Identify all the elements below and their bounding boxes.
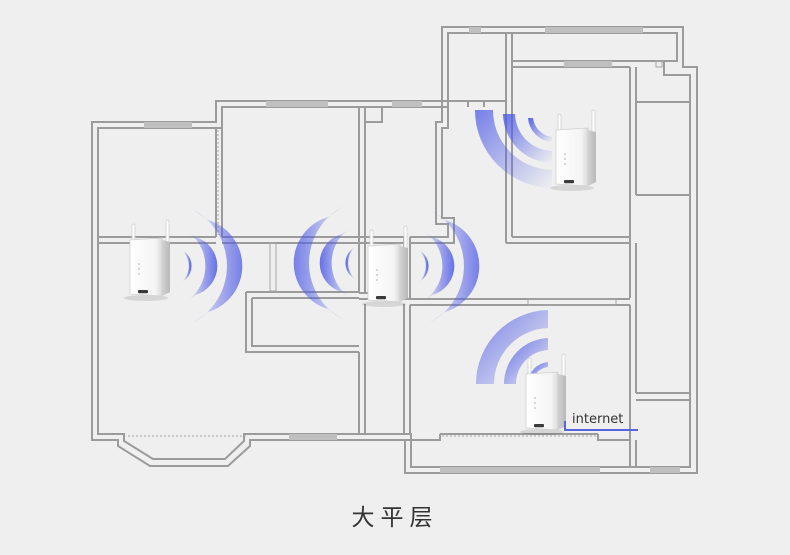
wifi-extender-3 (549, 109, 597, 192)
floor-plan-caption: 大平层 (351, 505, 439, 531)
openings (128, 130, 596, 437)
signal-arcs-3 (475, 110, 552, 188)
wifi-extender-2 (361, 225, 409, 308)
internet-label: internet (572, 412, 623, 427)
windows (144, 27, 680, 473)
wifi-extender-1 (123, 219, 171, 302)
signal-arcs-2 (293, 205, 480, 324)
internet-connection: internet (564, 412, 638, 431)
signal-arcs-1 (182, 208, 243, 324)
